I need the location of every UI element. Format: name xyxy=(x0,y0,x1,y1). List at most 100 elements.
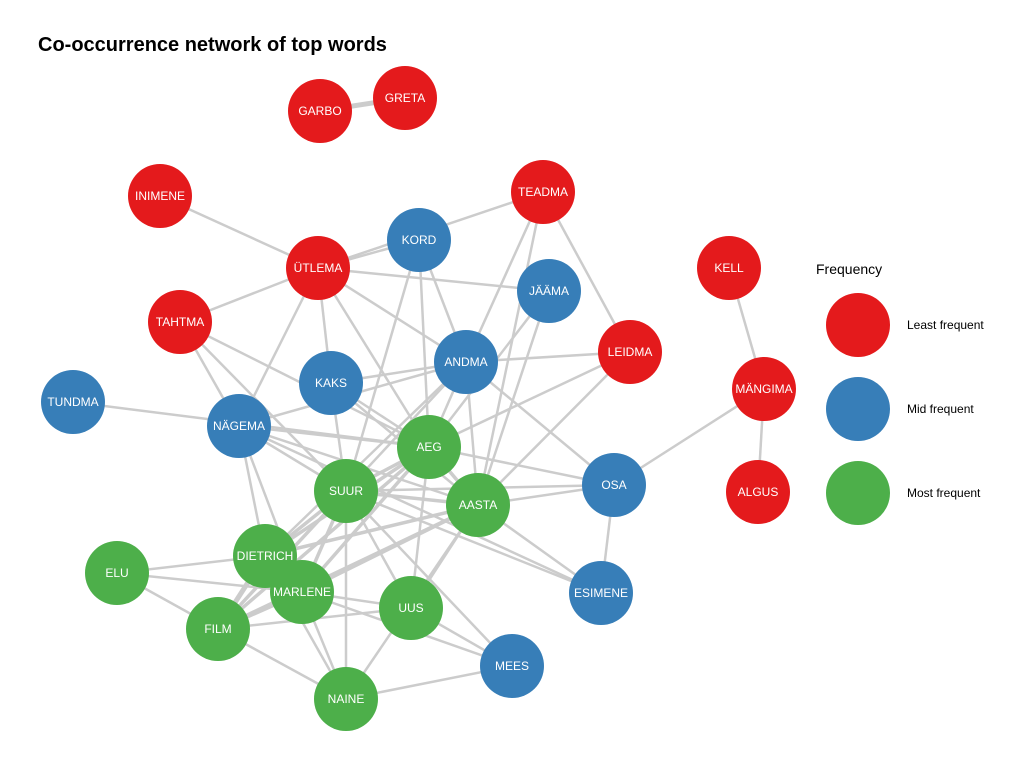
node-label: FILM xyxy=(204,622,231,636)
edge-suur-esimene xyxy=(345,489,602,595)
node-kell: KELL xyxy=(697,236,761,300)
node-label: AEG xyxy=(416,440,441,454)
node-label: GRETA xyxy=(385,91,425,105)
node-circle xyxy=(582,453,646,517)
node-ütlema: ÜTLEMA xyxy=(286,236,350,300)
node-label: MEES xyxy=(495,659,529,673)
node-osa: OSA xyxy=(582,453,646,517)
node-mängima: MÄNGIMA xyxy=(732,357,796,421)
node-kaks: KAKS xyxy=(299,351,363,415)
node-label: JÄÄMA xyxy=(529,284,569,298)
edge-teadma-aasta xyxy=(476,191,545,506)
node-tundma: TUNDMA xyxy=(41,370,105,434)
node-tahtma: TAHTMA xyxy=(148,290,212,354)
node-uus: UUS xyxy=(379,576,443,640)
diagram-title: Co-occurrence network of top words xyxy=(38,34,387,56)
node-label: INIMENE xyxy=(135,189,185,203)
node-algus: ALGUS xyxy=(726,460,790,524)
node-label: MARLENE xyxy=(273,585,331,599)
node-label: ELU xyxy=(105,566,128,580)
node-label: ANDMA xyxy=(444,355,487,369)
node-circle xyxy=(397,415,461,479)
node-suur: SUUR xyxy=(314,459,378,523)
node-label: KAKS xyxy=(315,376,347,390)
node-elu: ELU xyxy=(85,541,149,605)
node-circle xyxy=(41,370,105,434)
node-label: KELL xyxy=(714,261,744,275)
node-label: GARBO xyxy=(298,104,341,118)
node-jääma: JÄÄMA xyxy=(517,259,581,323)
node-circle xyxy=(434,330,498,394)
node-label: KORD xyxy=(402,233,437,247)
legend-label-most: Most frequent xyxy=(907,486,981,500)
node-label: ESIMENE xyxy=(574,586,628,600)
edge-jääma-aasta xyxy=(476,290,551,506)
node-circle xyxy=(732,357,796,421)
node-nägema: NÄGEMA xyxy=(207,394,271,458)
node-circle xyxy=(286,236,350,300)
node-label: OSA xyxy=(601,478,626,492)
node-circle xyxy=(314,667,378,731)
node-circle xyxy=(128,164,192,228)
edge-andma-dietrich xyxy=(264,361,467,557)
node-circle xyxy=(446,473,510,537)
edge-aeg-marlene xyxy=(300,445,431,594)
node-label: UUS xyxy=(398,601,423,615)
node-mees: MEES xyxy=(480,634,544,698)
node-circle xyxy=(379,576,443,640)
node-inimene: INIMENE xyxy=(128,164,192,228)
legend-label-mid: Mid frequent xyxy=(907,402,974,416)
node-label: SUUR xyxy=(329,484,363,498)
edge-aasta-dietrich xyxy=(264,503,479,558)
node-label: TAHTMA xyxy=(156,315,204,329)
node-film: FILM xyxy=(186,597,250,661)
legend-label-least: Least frequent xyxy=(907,318,984,332)
node-circle xyxy=(186,597,250,661)
node-circle xyxy=(517,259,581,323)
node-circle xyxy=(480,634,544,698)
legend-swatch-mid xyxy=(826,377,890,441)
node-circle xyxy=(288,79,352,143)
node-circle xyxy=(697,236,761,300)
edge-aeg-film xyxy=(216,445,431,631)
edge-kord-suur xyxy=(344,239,421,492)
node-label: ÜTLEMA xyxy=(294,261,343,275)
node-label: NAINE xyxy=(328,692,365,706)
node-esimene: ESIMENE xyxy=(569,561,633,625)
node-naine: NAINE xyxy=(314,667,378,731)
node-circle xyxy=(270,560,334,624)
node-circle xyxy=(373,66,437,130)
node-andma: ANDMA xyxy=(434,330,498,394)
node-circle xyxy=(387,208,451,272)
node-circle xyxy=(511,160,575,224)
node-marlene: MARLENE xyxy=(270,560,334,624)
legend-swatch-most xyxy=(826,461,890,525)
legend-swatch-least xyxy=(826,293,890,357)
node-layer: GARBO GRETA INIMENE TEADMA ÜTLEMA TAHTMA LEIDM… xyxy=(41,66,796,731)
node-circle xyxy=(314,459,378,523)
edge-leidma-aasta xyxy=(477,351,631,506)
edge-kord-aeg xyxy=(417,239,431,448)
node-circle xyxy=(598,320,662,384)
node-circle xyxy=(85,541,149,605)
node-label: NÄGEMA xyxy=(213,419,265,433)
node-label: ALGUS xyxy=(738,485,779,499)
node-circle xyxy=(299,351,363,415)
node-kord: KORD xyxy=(387,208,451,272)
node-label: TUNDMA xyxy=(47,395,98,409)
node-leidma: LEIDMA xyxy=(598,320,662,384)
node-circle xyxy=(726,460,790,524)
edge-andma-osa xyxy=(465,361,615,486)
node-label: DIETRICH xyxy=(237,549,294,563)
node-label: TEADMA xyxy=(518,185,568,199)
legend-title: Frequency xyxy=(816,261,882,277)
edge-nägema-esimene xyxy=(238,424,602,595)
node-greta: GRETA xyxy=(373,66,437,130)
edge-leidma-aeg xyxy=(428,350,631,449)
node-aeg: AEG xyxy=(397,415,461,479)
node-aasta: AASTA xyxy=(446,473,510,537)
node-garbo: GARBO xyxy=(288,79,352,143)
node-label: MÄNGIMA xyxy=(735,382,792,396)
node-circle xyxy=(569,561,633,625)
